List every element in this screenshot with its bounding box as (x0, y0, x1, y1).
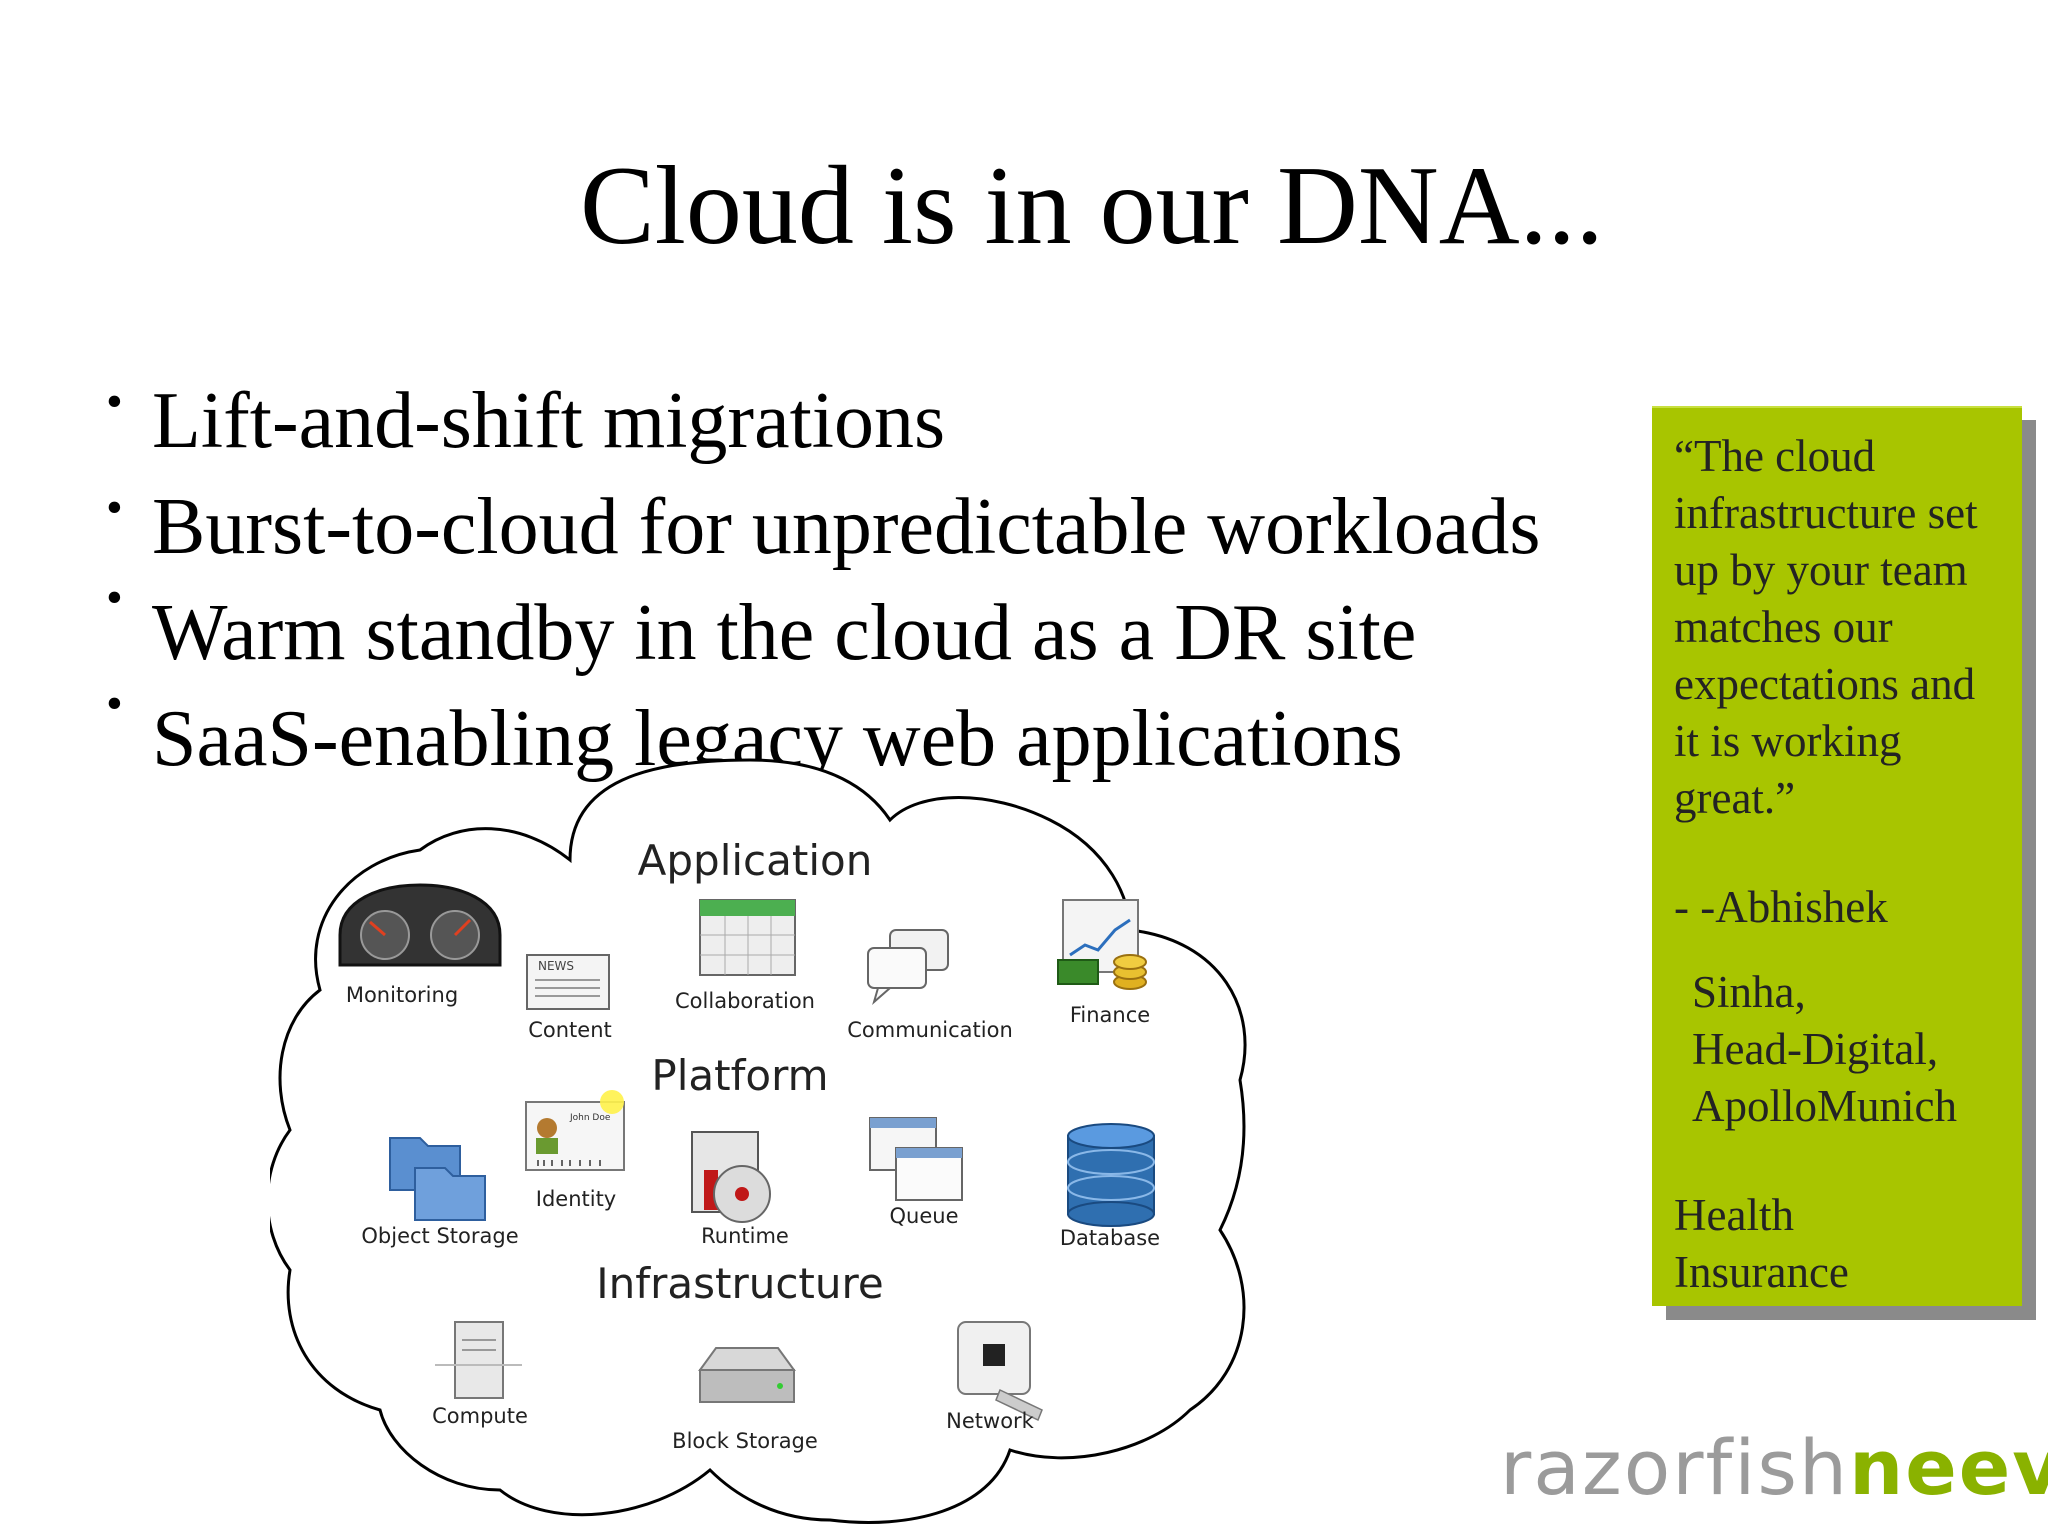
bullet-item: • Burst-to-cloud for unpredictable worklo… (100, 474, 1541, 580)
slide-title: Cloud is in our DNA... (580, 144, 1604, 268)
bullet-text: Lift-and-shift migrations (152, 377, 946, 465)
server-icon (435, 1321, 522, 1399)
label-content: Content (528, 1018, 612, 1042)
database-icon (1067, 1123, 1155, 1227)
label-monitoring: Monitoring (346, 983, 458, 1007)
bullet-item: • Warm standby in the cloud as a DR site (100, 574, 1541, 686)
bullet-dot: • (106, 677, 123, 730)
bullet-text: Warm standby in the cloud as a DR site (152, 589, 1417, 677)
label-block-storage: Block Storage (672, 1429, 818, 1453)
layer-application: Application (638, 836, 873, 885)
label-database: Database (1060, 1226, 1160, 1250)
newspaper-icon: NEWS (526, 954, 610, 1010)
calendar-icon (699, 899, 796, 976)
quote-industry: Health Insurance (1674, 1190, 1849, 1297)
label-collaboration: Collaboration (675, 989, 815, 1013)
queue-windows-icon (869, 1117, 963, 1201)
finance-chart-icon (1057, 899, 1147, 990)
id-card-icon: John Doe (525, 1090, 625, 1171)
label-object-storage: Object Storage (361, 1224, 518, 1248)
quote-author: - -Abhishek (1674, 882, 1888, 932)
label-identity: Identity (536, 1187, 616, 1211)
label-runtime: Runtime (701, 1224, 789, 1248)
quote-text: “The cloud infrastructure set up by your… (1674, 431, 1978, 823)
bullet-text: Burst-to-cloud for unpredictable workloa… (152, 483, 1541, 571)
logo-part-neev: neev (1849, 1423, 2048, 1512)
bullet-list: • Lift-and-shift migrations • Burst-to-clo… (100, 368, 1541, 792)
logo-part-razorfish: razorfish (1500, 1423, 1850, 1512)
layer-platform: Platform (651, 1051, 828, 1100)
label-communication: Communication (847, 1018, 1013, 1042)
hard-drive-icon (698, 1347, 796, 1403)
bullet-item: • Lift-and-shift migrations (100, 368, 1541, 474)
bullet-dot: • (106, 571, 123, 624)
label-queue: Queue (890, 1204, 959, 1228)
newspaper-masthead: NEWS (538, 959, 574, 973)
monitoring-icon (338, 883, 502, 967)
company-logo: razorfishneev (1500, 1430, 2048, 1506)
layer-infrastructure: Infrastructure (596, 1259, 883, 1308)
bullet-dot: • (106, 481, 123, 534)
label-finance: Finance (1070, 1003, 1150, 1027)
label-compute: Compute (432, 1404, 528, 1428)
network-port-icon (957, 1321, 1043, 1422)
bullet-dot: • (106, 375, 123, 428)
cloud-svg: Application Platform Infrastructure Moni… (266, 758, 1247, 1524)
quote-role: Sinha, Head-Digital, ApolloMunich (1692, 967, 1957, 1131)
chat-bubbles-icon (867, 929, 949, 1005)
testimonial-box: “The cloud infrastructure set up by your… (1652, 406, 2022, 1306)
cloud-diagram: Application Platform Infrastructure Moni… (266, 750, 1250, 1530)
id-card-name: John Doe (569, 1113, 611, 1123)
label-network: Network (946, 1409, 1035, 1433)
runtime-disc-icon (691, 1131, 771, 1223)
folder-icon (389, 1137, 486, 1221)
